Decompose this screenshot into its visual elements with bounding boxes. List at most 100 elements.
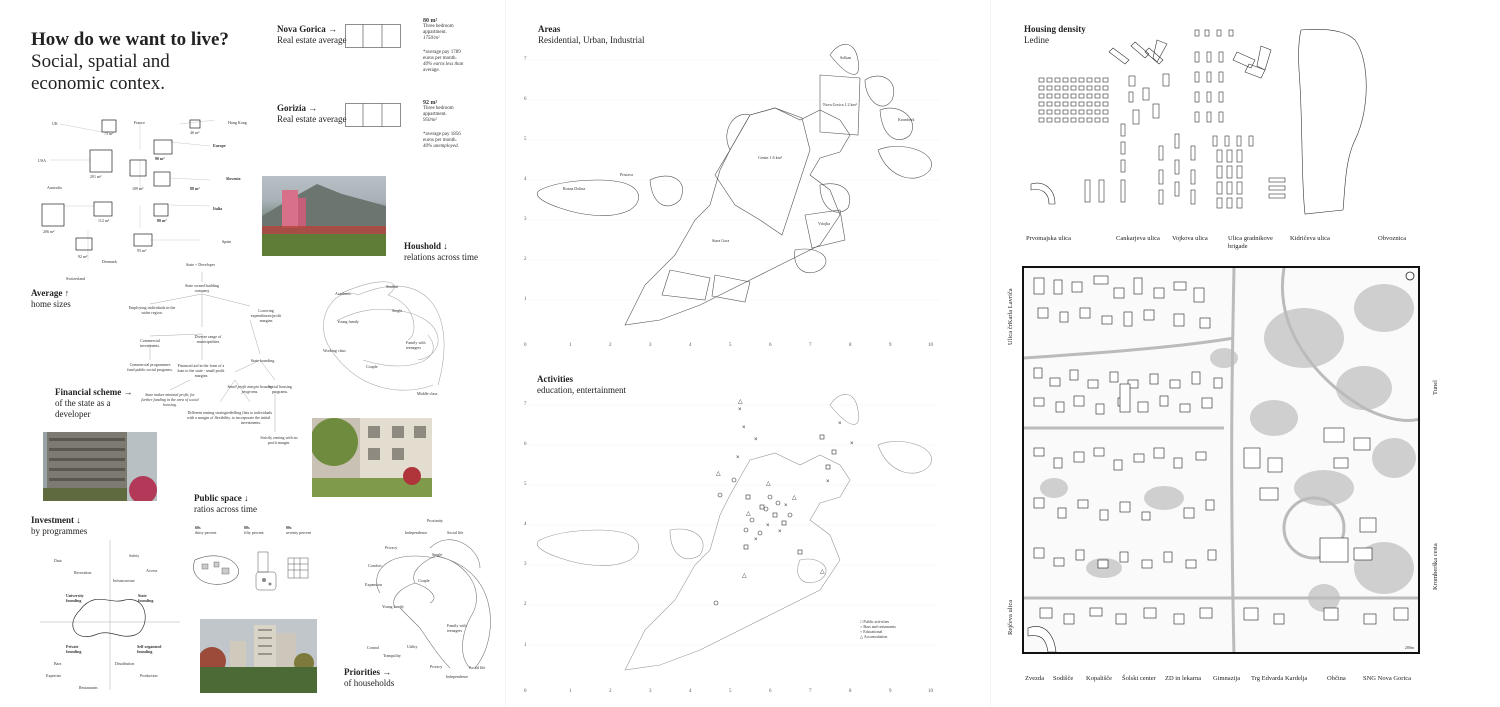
hs-value-5: 88 m² (190, 186, 200, 191)
plan-scale: 200m (1404, 645, 1414, 650)
svg-text:×: × (766, 523, 770, 529)
zone-center: Center 1.6 km² (758, 155, 782, 160)
hs-value-9: 92 m² (78, 254, 88, 259)
inv-access: Access (146, 568, 158, 573)
home-sizes-diagram (41, 119, 216, 260)
hs-label-switzerland: Switzerland (66, 276, 86, 281)
legend-acc-label: Accomodation (863, 634, 888, 639)
nova-gorica-area: 80 m² (423, 18, 438, 24)
investment-sub: by programmes (31, 526, 88, 536)
household-title: Houshold ↓ (404, 241, 448, 251)
title-bold: How do we want to live? (31, 29, 229, 50)
inv-self-organized: Self organized founding (137, 644, 162, 654)
svg-text:×: × (850, 441, 854, 447)
gz-desc1: Three bedroom (423, 106, 454, 111)
gz-desc2: appartment. (423, 112, 447, 117)
hs-value-1: 46 m² (190, 130, 200, 135)
ng-note1: *average pay 1789 (423, 50, 461, 55)
priorities-heading: Priorities → of households (344, 667, 394, 689)
ps-col-60s: 60s thirty percent (195, 525, 216, 535)
divider-2 (990, 0, 991, 707)
street-kromberska: Kromberška cesta (1432, 543, 1439, 590)
areas-title: Areas (538, 24, 561, 34)
ng-desc2: appartment. (423, 30, 447, 35)
nova-gorica-heading: Nova Gorica → Real estate average (277, 24, 346, 46)
pr-expansion: Expansion (365, 582, 382, 587)
act-ytick-4: 4 (524, 522, 527, 527)
hh-middle-class: Middle class (417, 391, 438, 396)
svg-text:△: △ (792, 495, 797, 501)
photo-nova-gorica-tower (262, 176, 386, 256)
hs-value-7: 112 m² (98, 218, 110, 223)
svg-text:×: × (778, 529, 782, 535)
svg-text:△: △ (738, 399, 743, 405)
street-kidriceva: Kidričeva ulica (1290, 235, 1330, 242)
areas-xtick-1: 1 (569, 343, 572, 348)
gorizia-details: 92 m² Three bedroom appartment. 950/m² *… (423, 100, 495, 150)
areas-ytick-1: 1 (524, 297, 527, 302)
average-title: Average ↑ (31, 288, 70, 298)
hs-label-slovenia: Slovenia (226, 176, 241, 181)
ps-00s-year: 00s (286, 525, 292, 530)
act-xtick-1: 1 (569, 689, 572, 694)
title-line-2: Social, spatial and (31, 51, 170, 72)
public-space-heading: Public space ↓ ratios across time (194, 493, 257, 515)
ps-80s-year: 80s (244, 525, 250, 530)
housing-density-heading: Housing density Ledine (1024, 24, 1086, 46)
ng-note2: euros per month. (423, 56, 457, 61)
act-ytick-0: 0 (524, 689, 527, 694)
inv-expertise: Expertise (46, 673, 62, 678)
fs-node-1: State owned building company (185, 283, 219, 293)
place-zd-lekarna: ZD in lekarna (1165, 675, 1202, 682)
ps-60s-text: thirty percent (195, 530, 217, 535)
act-ytick-7: 7 (524, 402, 527, 407)
activities-heading: Activities education, entertainment (537, 374, 626, 396)
place-kopalisce: Kopališče (1086, 675, 1112, 682)
act-xtick-3: 3 (649, 689, 652, 694)
housing-density-sub: Ledine (1024, 35, 1049, 45)
street-tunel: Tunel (1432, 380, 1439, 395)
fs-node-9: Small profit margin housing programs. (227, 384, 273, 394)
zone-kromberk: Kromberk (898, 117, 915, 122)
svg-text:×: × (784, 503, 788, 509)
hs-value-10: 93 m² (137, 248, 147, 253)
street-karla-lavrica: Ulica črKarla Lavriča (1007, 288, 1014, 345)
investment-title: Investment ↓ (31, 515, 81, 525)
act-xtick-8: 8 (849, 689, 852, 694)
street-cankarjeva: Cankarjeva ulica (1116, 235, 1160, 242)
legend-public-label: Public activities (863, 619, 890, 624)
areas-xtick-6: 6 (769, 343, 772, 348)
pr-family-teen: Family with teenagers (447, 623, 467, 633)
legend-edu: × Educational (860, 629, 883, 634)
hh-family-teen: Family with teenagers (406, 340, 426, 350)
street-prvomajska: Prvomajska ulica (1026, 235, 1071, 242)
fs-node-2: Employing individuals in the wider regio… (128, 305, 176, 315)
activities-map: ×××× ×××× ××× △△△△ △△△ (530, 394, 940, 671)
areas-ytick-4: 4 (524, 177, 527, 182)
areas-xtick-10: 10 (928, 343, 933, 348)
inv-private: Private founding (66, 644, 82, 654)
areas-xtick-5: 5 (729, 343, 732, 348)
areas-map (530, 44, 940, 326)
svg-text:×: × (736, 455, 740, 461)
place-trg-kardelja: Trg Edvarda Kardelja (1251, 675, 1308, 682)
page-title: How do we want to live? Social, spatial … (31, 29, 271, 95)
inv-infrastructure: Infrastructure (113, 578, 135, 583)
areas-heading: Areas Residential, Urban, Industrial (538, 24, 644, 46)
svg-text:×: × (838, 421, 842, 427)
hh-academic: Academic (335, 291, 352, 296)
inv-state: State founding (138, 593, 154, 603)
svg-text:×: × (754, 537, 758, 543)
place-sodisce: Sodišče (1053, 675, 1074, 682)
areas-ytick-5: 5 (524, 137, 527, 142)
fs-node-8: State founding. (250, 358, 276, 363)
hs-label-denmark: Denmark (102, 259, 117, 264)
inv-bars: Bars (54, 661, 62, 666)
gz-desc3: 950/m² (423, 118, 437, 123)
inv-distribution: Distribution (115, 661, 135, 666)
svg-text:×: × (826, 479, 830, 485)
fs-node-6: Commercial programmes fund public social… (127, 362, 173, 372)
act-ytick-6: 6 (524, 442, 527, 447)
legend-public: □ Public activities (860, 619, 890, 624)
public-space-title: Public space ↓ (194, 493, 249, 503)
